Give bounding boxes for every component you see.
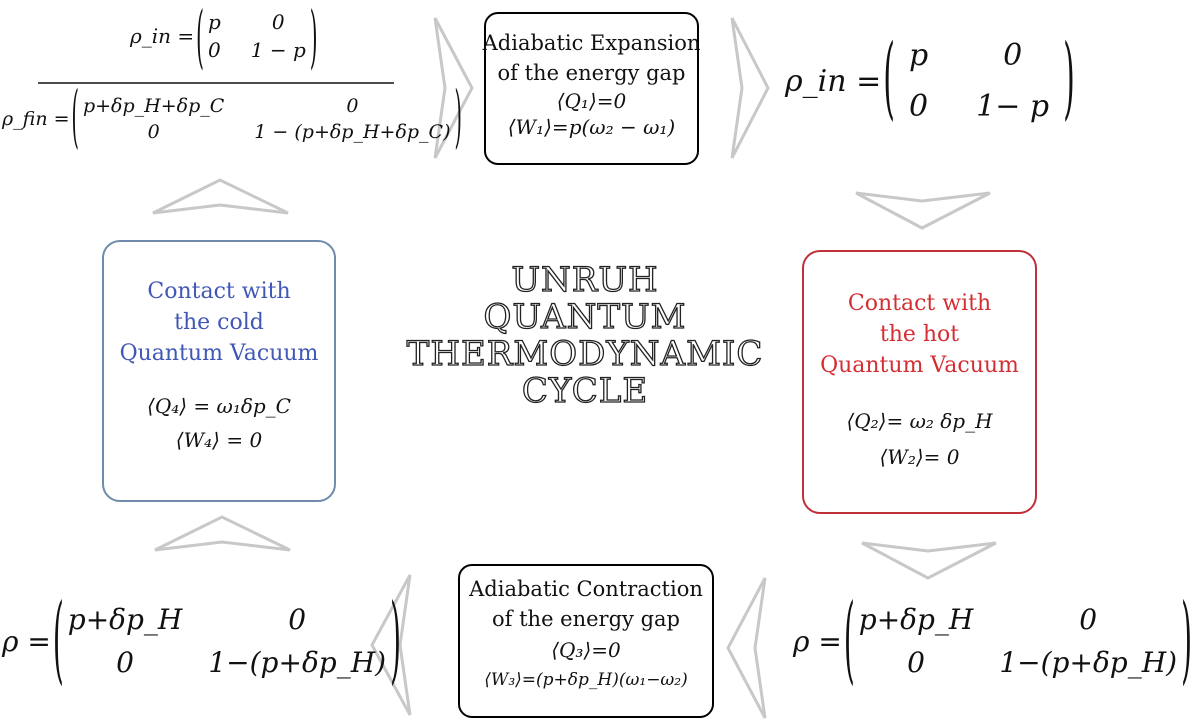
matrix-cell: 0 (147, 121, 160, 143)
right-paren: ) (309, 0, 318, 77)
stage3-title-line1: Adiabatic Contraction (469, 577, 703, 601)
stage2-work-eq: ⟨W₂⟩= 0 (879, 445, 960, 469)
matrix-cell: p+δp_H (67, 603, 183, 636)
stage4-cold-vacuum-box: Contact with the cold Quantum Vacuum ⟨Q₄… (102, 240, 336, 502)
matrix-cell: p+δp_H (858, 603, 974, 636)
left-paren: ( (196, 0, 204, 77)
arrow-down-icon (861, 541, 997, 580)
matrix-lhs: ρ_in = (785, 63, 882, 99)
cycle-title: UNRUH QUANTUM THERMODYNAMIC CYCLE (405, 260, 765, 411)
rho-left-matrix: ρ = ( p+δp_H 0 0 1−(p+δp_H) ) (2, 592, 401, 687)
stage2-hot-vacuum-box: Contact with the hot Quantum Vacuum ⟨Q₂⟩… (802, 250, 1037, 514)
rho-fin-matrix: ρ_fin = ( p+δp_H+δp_C 0 0 1 − (p+δp_H+δp… (2, 83, 462, 151)
stage3-work-eq: ⟨W₃⟩=(p+δp_H)(ω₁−ω₂) (484, 670, 688, 690)
cycle-title-line1: UNRUH (511, 260, 659, 300)
matrix-cell: 0 (346, 95, 359, 117)
matrix-cell: 0 (909, 89, 929, 124)
matrix-cell: 0 (271, 10, 285, 34)
matrix-cell: 0 (116, 646, 134, 679)
matrix-cell: 0 (288, 603, 307, 636)
stage3-title-line2: of the energy gap (492, 607, 680, 631)
stage1-adiabatic-expansion-box: Adiabatic Expansion of the energy gap ⟨Q… (482, 12, 701, 165)
matrix-cell: 1 − (p+δp_H+δp_C) (254, 121, 451, 143)
cycle-title-line2: QUANTUM (483, 297, 687, 337)
stage4-title-line3: Quantum Vacuum (119, 341, 319, 366)
arrow-left-icon (726, 577, 767, 719)
rho-right-matrix: ρ = ( p+δp_H 0 0 1−(p+δp_H) ) (793, 592, 1192, 687)
matrix-lhs: ρ = (2, 624, 51, 658)
matrix-cell: p (207, 10, 221, 34)
matrix-cell: 0 (1003, 38, 1023, 73)
arrow-right-icon (433, 17, 474, 159)
left-paren: ( (843, 583, 855, 696)
stage2-title-line2: the hot (879, 322, 960, 347)
rho-in-small-matrix: ρ_in = ( p 0 0 1 − p ) (130, 2, 318, 70)
cycle-title-line3: THERMODYNAMIC (406, 334, 764, 374)
rho-in-large-matrix: ρ_in = ( p 0 0 1− p ) (785, 27, 1075, 132)
stage2-heat-eq: ⟨Q₂⟩= ω₂ δp_H (846, 409, 993, 433)
arrow-left-icon (370, 574, 412, 716)
matrix-cell: p (908, 38, 929, 73)
stage2-title-line1: Contact with (847, 291, 992, 316)
left-paren: ( (52, 583, 64, 696)
matrix-cell: 0 (1079, 603, 1098, 636)
matrix-cell: 1−(p+δp_H) (208, 646, 387, 679)
matrix-cell: 1−(p+δp_H) (999, 646, 1178, 679)
matrix-cell: 0 (208, 38, 221, 62)
arrow-down-icon (855, 191, 991, 230)
matrix-lhs: ρ = (793, 624, 842, 658)
stage3-adiabatic-contraction-box: Adiabatic Contraction of the energy gap … (458, 564, 714, 718)
stage1-heat-eq: ⟨Q₁⟩=0 (556, 89, 627, 113)
arrow-right-icon (730, 17, 770, 159)
left-paren: ( (883, 27, 895, 132)
stage2-title-line3: Quantum Vacuum (820, 353, 1019, 378)
arrow-up-icon (152, 178, 289, 215)
stage4-heat-eq: ⟨Q₄⟩ = ω₁δp_C (147, 394, 291, 418)
stage4-title-line2: the cold (174, 310, 264, 335)
stage1-title-line1: Adiabatic Expansion (482, 31, 701, 55)
cycle-title-line4: CYCLE (521, 371, 649, 411)
stage3-heat-eq: ⟨Q₃⟩=0 (551, 638, 621, 662)
stage4-title-line1: Contact with (147, 279, 291, 304)
left-paren: ( (71, 77, 79, 157)
right-paren: ) (454, 77, 462, 157)
matrix-cell: 0 (907, 646, 925, 679)
right-paren: ) (390, 583, 402, 696)
matrix-cell: p+δp_H+δp_C (82, 95, 225, 117)
right-paren: ) (1181, 583, 1192, 696)
arrow-up-icon (154, 515, 291, 552)
cycle-arrows (38, 17, 997, 719)
matrix-cell: 1− p (976, 89, 1050, 124)
matrix-lhs: ρ_fin = (2, 108, 70, 130)
right-paren: ) (1063, 27, 1075, 132)
stage1-title-line2: of the energy gap (497, 61, 686, 85)
stage4-work-eq: ⟨W₄⟩ = 0 (175, 428, 263, 452)
matrix-lhs: ρ_in = (130, 24, 195, 48)
stage1-work-eq: ⟨W₁⟩=p(ω₂ − ω₁) (507, 115, 676, 139)
matrix-cell: 1 − p (250, 38, 306, 62)
